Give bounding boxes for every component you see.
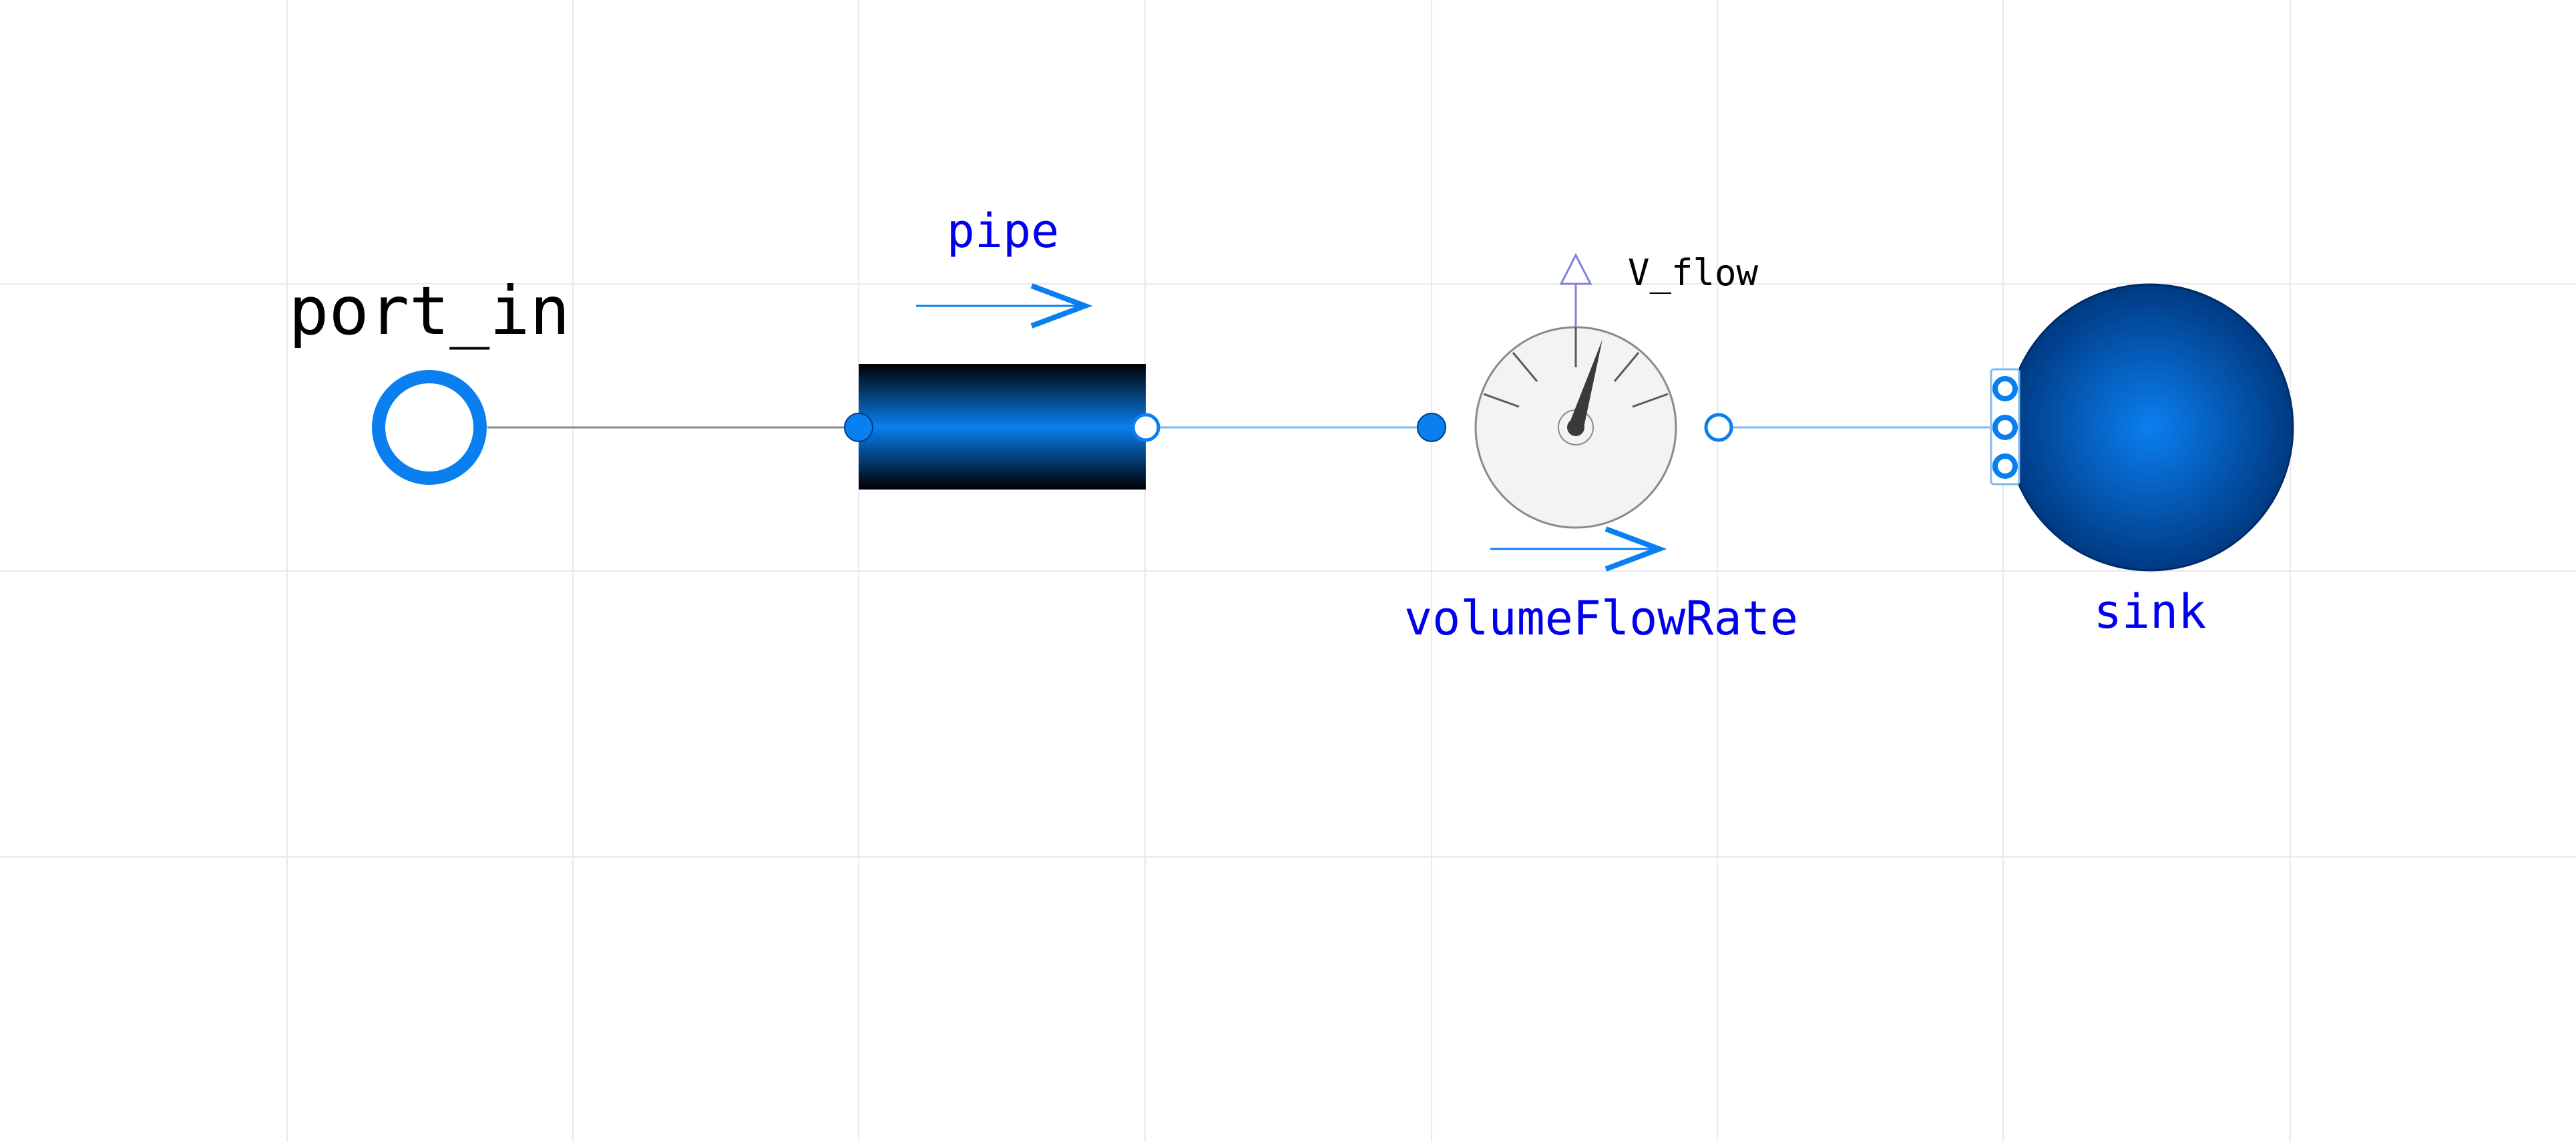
sink-port-2-icon[interactable]: [1992, 415, 2018, 440]
pipe-component[interactable]: pipe: [844, 204, 1160, 490]
pipe-port-a-icon[interactable]: [844, 413, 873, 442]
sink-component[interactable]: sink: [1990, 283, 2294, 639]
volume-flow-rate-component[interactable]: V_flow volumeFlowRate: [1404, 252, 1798, 646]
pipe-label: pipe: [947, 204, 1060, 258]
sink-port-1-icon[interactable]: [1992, 376, 2018, 401]
port-in-label: port_in: [288, 272, 570, 350]
flowrate-port-a-icon[interactable]: [1417, 413, 1446, 442]
flowrate-flow-direction-arrow-icon: [1490, 526, 1667, 572]
pipe-port-b-icon[interactable]: [1131, 413, 1160, 442]
pipe-body-icon[interactable]: [859, 364, 1146, 490]
pipe-flow-direction-arrow-icon: [916, 283, 1093, 329]
v-flow-output-label: V_flow: [1628, 252, 1759, 294]
sink-label: sink: [2094, 584, 2207, 639]
port-in-component[interactable]: port_in: [288, 272, 570, 485]
sink-port-3-icon[interactable]: [1992, 453, 2018, 479]
volume-flow-rate-label: volumeFlowRate: [1404, 591, 1798, 646]
sink-boundary-icon[interactable]: [2006, 283, 2294, 572]
v-flow-output-triangle-icon[interactable]: [1559, 252, 1592, 285]
flow-meter-dial-icon: [1474, 326, 1677, 529]
flowrate-port-b-icon[interactable]: [1704, 413, 1733, 442]
port-in-connector-icon[interactable]: [372, 370, 487, 485]
